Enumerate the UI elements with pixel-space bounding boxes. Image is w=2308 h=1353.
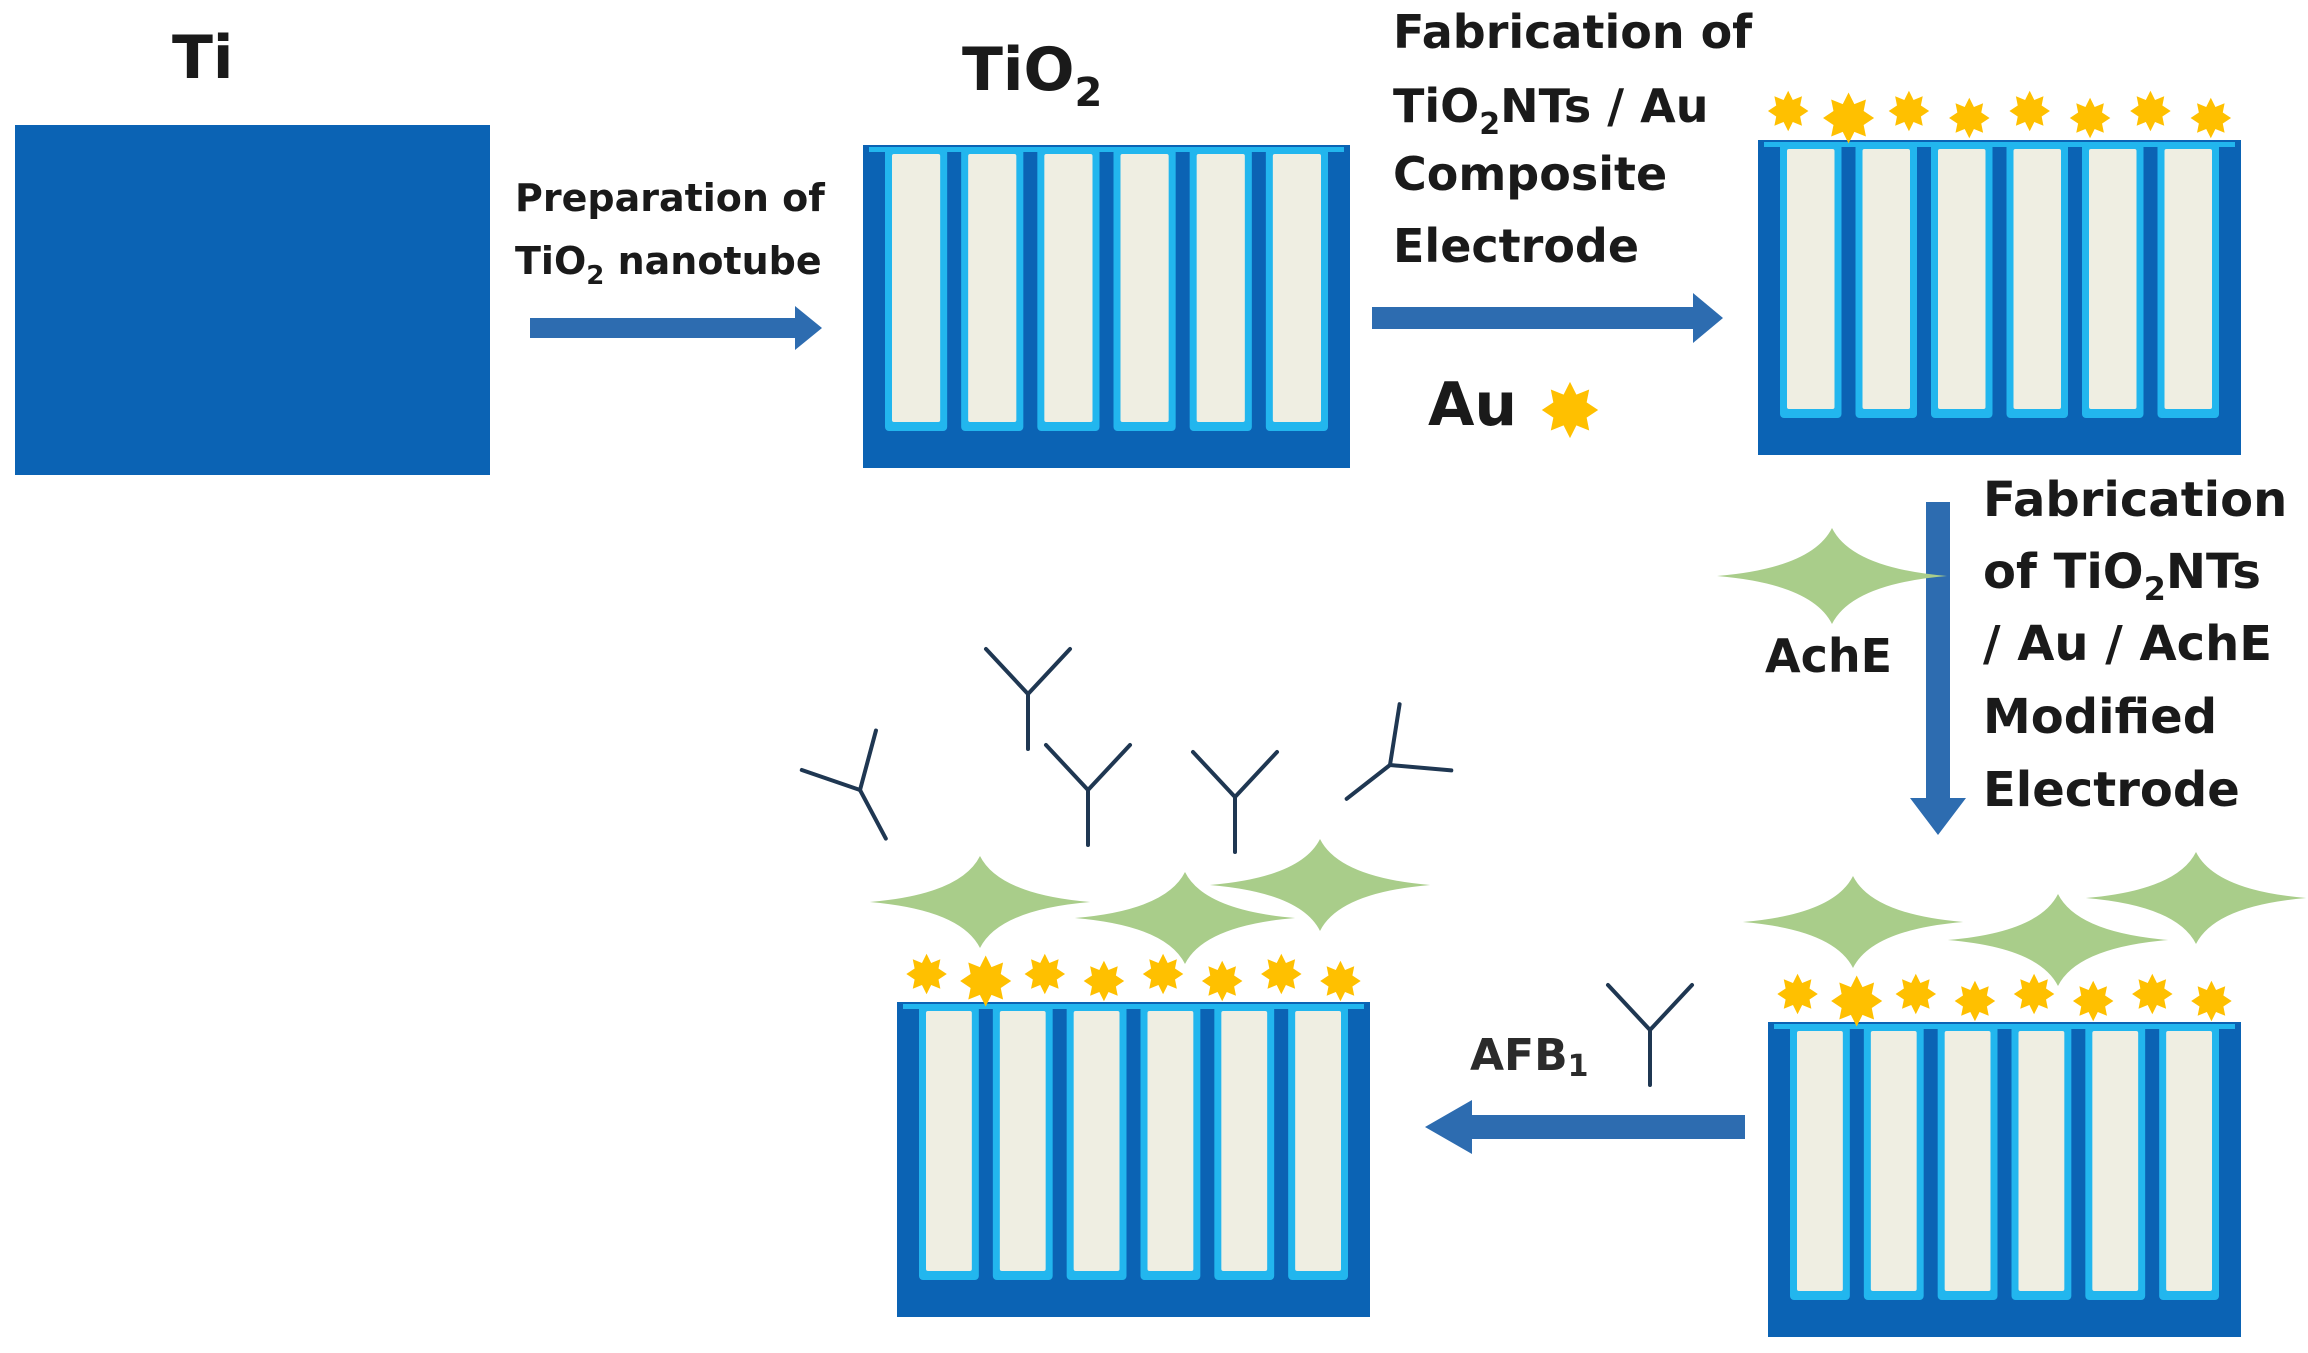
nanotube <box>1790 1025 1850 1300</box>
ti-block <box>15 125 490 475</box>
au-nanoparticle <box>2190 97 2232 139</box>
electrode-top-edge <box>1764 142 2235 147</box>
au-label: Au <box>1428 370 1517 440</box>
nanotube <box>2082 143 2144 418</box>
au-nanoparticle <box>1320 960 1361 1002</box>
antibody <box>1191 750 1279 854</box>
nanotube <box>1937 1025 1998 1300</box>
nanotube <box>919 1005 979 1280</box>
tio2-au-electrode <box>1758 90 2241 455</box>
au-nanoparticle <box>1201 960 1243 1002</box>
fab2-line4: Modified <box>1983 689 2217 745</box>
fab2-line1: Fabrication <box>1983 472 2287 528</box>
au-nanoparticle <box>2132 973 2173 1015</box>
fab1-line4: Electrode <box>1393 219 1639 273</box>
au-nanoparticle <box>1767 90 1809 132</box>
electrode-top-edge <box>1774 1024 2235 1029</box>
ache-enzyme <box>1742 876 1964 968</box>
ache-enzyme <box>869 856 1091 948</box>
arrow-prep <box>530 306 822 350</box>
ache-enzyme <box>2085 852 2307 944</box>
au-nanoparticle <box>1823 92 1875 144</box>
prep-line1: Preparation of <box>515 176 825 220</box>
nanotube <box>1863 1025 1924 1300</box>
au-nanoparticle <box>1083 960 1125 1002</box>
prep-line2: TiO2 nanotube <box>515 239 822 291</box>
nanotube <box>1288 1005 1348 1280</box>
au-nanoparticle <box>1142 953 1184 995</box>
arrow-afb1 <box>1425 1100 1745 1154</box>
nanotube <box>1214 1005 1275 1280</box>
au-nanoparticle <box>2191 980 2232 1022</box>
au-nanoparticle <box>1888 90 1930 132</box>
antibody-cloud <box>802 647 1454 859</box>
nanotube <box>2006 143 2068 418</box>
nanotube <box>1140 1005 1201 1280</box>
au-nanoparticle <box>960 955 1012 1007</box>
au-nanoparticle <box>906 953 947 995</box>
nanotube <box>1066 1005 1127 1280</box>
tio2-nanotube-electrode <box>863 145 1350 468</box>
electrode-top-edge <box>869 147 1344 152</box>
nanotube <box>2157 143 2219 418</box>
au-nanoparticle <box>2130 90 2171 132</box>
au-nanoparticle <box>1895 973 1937 1015</box>
ache-enzyme <box>1947 894 2169 986</box>
nanotube <box>1113 148 1176 431</box>
nanotube <box>1037 148 1100 431</box>
au-nanoparticle <box>1831 975 1883 1027</box>
nanotube <box>1855 143 1917 418</box>
ache-legend-icon <box>1717 528 1947 624</box>
nanotube <box>1780 143 1842 418</box>
fab2-line2: of TiO2NTs <box>1983 544 2261 608</box>
fab1-line3: Composite <box>1393 147 1667 201</box>
antibody-legend-icon <box>1606 983 1694 1087</box>
nanotube <box>961 148 1024 431</box>
fab2-line5: Electrode <box>1983 762 2240 818</box>
au-nanoparticle <box>2072 980 2114 1022</box>
nanotube <box>1189 148 1252 431</box>
fab1-line1: Fabrication of <box>1393 5 1753 59</box>
nanotube <box>2085 1025 2146 1300</box>
au-nanoparticle <box>2009 90 2050 132</box>
nanotube <box>1265 148 1328 431</box>
antibody <box>984 647 1072 751</box>
afb-label: AFB1 <box>1470 1030 1589 1084</box>
arrow-ache-modify <box>1910 502 1966 835</box>
au-nanoparticle <box>1954 980 1996 1022</box>
nanotube <box>885 148 948 431</box>
tio2-label: TiO2 <box>962 35 1102 116</box>
au-nanoparticle <box>1261 953 1302 995</box>
au-nanoparticle <box>1949 97 1990 139</box>
antibody <box>1318 702 1454 834</box>
nanotube <box>2011 1025 2072 1300</box>
antibody <box>1044 743 1132 847</box>
ti-label: Ti <box>172 23 234 93</box>
nanotube <box>1931 143 1993 418</box>
tio2-au-ache-electrode <box>1742 852 2307 1337</box>
electrode-top-edge <box>903 1004 1364 1009</box>
au-legend-icon <box>1541 381 1599 439</box>
afb1-bound-electrode <box>869 839 1431 1317</box>
au-nanoparticle <box>2013 973 2055 1015</box>
fab2-line3: / Au / AchE <box>1983 616 2272 672</box>
antibody <box>802 731 923 859</box>
ache-label: AchE <box>1765 629 1892 683</box>
arrow-au-composite <box>1372 293 1723 343</box>
nanotube <box>2159 1025 2219 1300</box>
nanotube <box>992 1005 1053 1280</box>
au-nanoparticle <box>1777 973 1818 1015</box>
au-nanoparticle <box>1024 953 1066 995</box>
fab1-line2: TiO2NTs / Au <box>1393 79 1708 142</box>
au-nanoparticle <box>2069 97 2111 139</box>
